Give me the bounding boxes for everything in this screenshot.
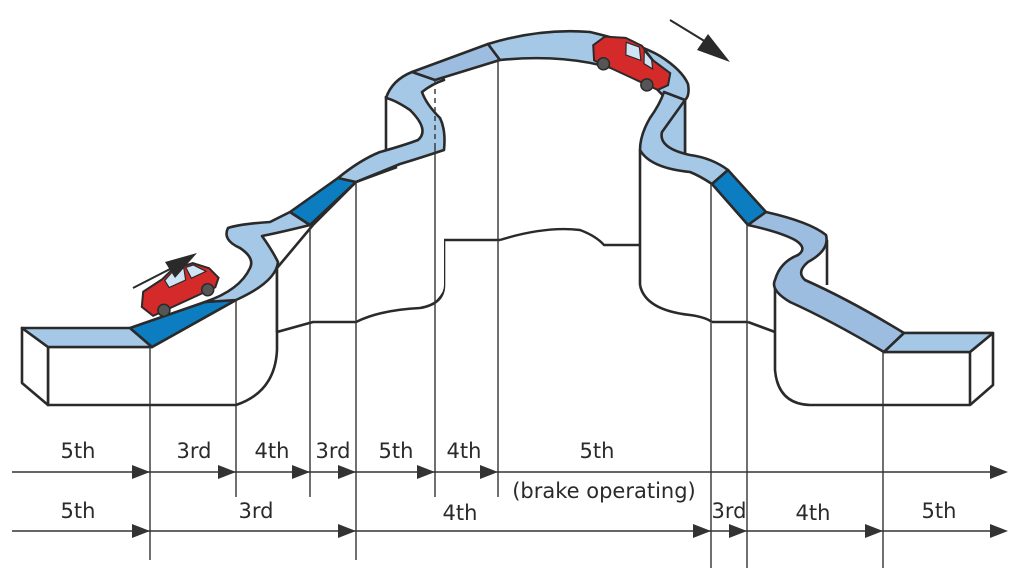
road-segment-s4 [746,210,906,354]
road-segment-end [882,331,995,354]
row1-label-3: 4th [255,439,290,463]
row2-label-1: 5th [61,499,96,523]
downhill-arrow-icon [669,19,730,62]
row1-arrowhead-4 [338,465,356,479]
row1-arrowhead-5 [417,465,435,479]
right-face [640,150,775,330]
row1-arrowhead-end [990,465,1008,479]
right-base-curve [638,284,713,324]
road-segment-s3 [638,90,730,186]
road [20,29,995,354]
row2-arrowhead-4 [729,524,747,538]
central-face [435,62,640,245]
row2-label-3: 4th [443,501,478,525]
gear-row-2: 5th 3rd 4th 3rd 4th 5th [12,499,1008,538]
row2-arrowhead-3 [693,524,711,538]
road-segment-s2 [336,64,446,184]
uphill-car [140,261,220,318]
row2-label-5: 4th [796,501,831,525]
downhill-car [592,35,672,92]
row1-label-2: 3rd [177,439,212,463]
row1-label-5: 5th [379,439,414,463]
row1-label-4: 3rd [316,439,351,463]
terrain-blocks [20,62,995,407]
row1-label-6: 4th [447,439,482,463]
row1-label-7: 5th [580,439,615,463]
row1-label-1: 5th [61,439,96,463]
row1-arrowhead-1 [132,465,150,479]
row2-arrowhead-1 [132,524,150,538]
row2-label-2: 3rd [239,499,274,523]
row2-arrowhead-end [990,524,1008,538]
row2-label-6: 5th [922,499,957,523]
road-segment-s1 [203,210,312,304]
right-base-slope [747,320,776,334]
row2-arrowhead-5 [865,524,883,538]
segment-dividers [149,58,884,568]
row1-brake-note: (brake operating) [512,479,696,503]
row2-arrowhead-2 [338,524,356,538]
gear-row-1: 5th 3rd 4th 3rd 5th 4th 5th (brake opera… [12,439,1008,503]
row1-arrowhead-6 [480,465,498,479]
row2-label-4: 3rd [712,499,747,523]
uphill-arrow-icon [132,253,197,289]
row1-arrowhead-3 [292,465,310,479]
central-band-curve [499,227,640,247]
row1-arrowhead-2 [218,465,236,479]
